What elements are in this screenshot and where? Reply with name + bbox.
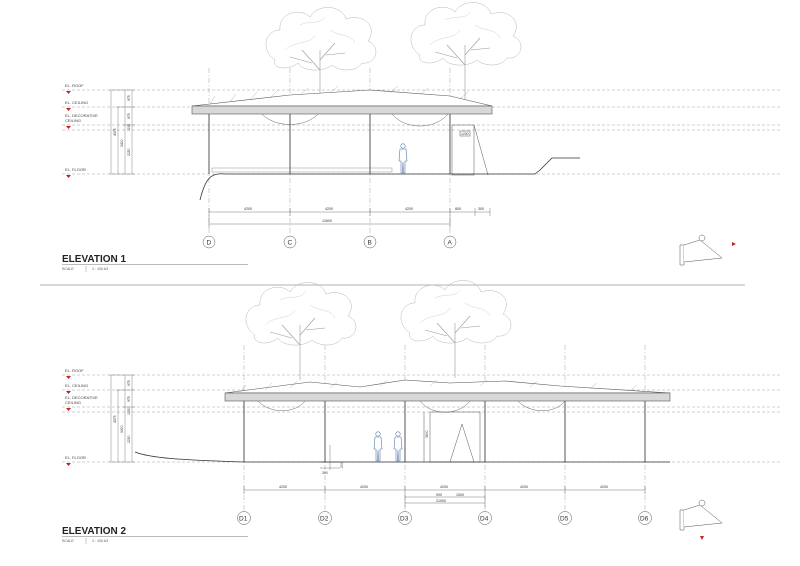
tree-icon	[245, 280, 512, 381]
grid-label-d4: D4	[480, 516, 489, 523]
span-1: 4200	[244, 207, 252, 211]
grid-label-d3: D3	[400, 516, 409, 523]
dim-v4: 2250	[127, 435, 131, 443]
human-figure-icon	[373, 431, 403, 462]
span-3: 4200	[440, 485, 448, 489]
scale-label: SCALE	[62, 267, 74, 271]
columns	[208, 114, 451, 174]
total-dim: 12600	[322, 219, 332, 223]
level-floor: EL. FLOOR	[65, 455, 86, 460]
dim-v6: 4375	[113, 128, 117, 136]
elevation-marker-icon	[679, 499, 723, 540]
level-ceiling: EL. CEILING	[65, 383, 88, 388]
human-figure-icon	[398, 143, 408, 174]
grid-label-d6: D6	[640, 516, 649, 523]
door-height: 3600	[425, 430, 429, 438]
span-4: 800	[455, 207, 461, 211]
dim-v6: 4375	[113, 415, 117, 423]
dim-v2: 975	[127, 113, 131, 119]
elevation-1-title: ELEVATION 1	[62, 254, 127, 265]
level-decorative: EL. DECORATIVE	[65, 395, 98, 400]
entrance-frame	[423, 411, 481, 463]
elevation-2-title: ELEVATION 2	[62, 526, 127, 537]
span-2: 4200	[325, 207, 333, 211]
grid-bubbles	[202, 235, 457, 249]
elevation-1: EL. ROOF EL. CEILING EL. DECORATIVE CEIL…	[62, 2, 780, 272]
dim-v3: 1150	[127, 408, 131, 415]
level-roof: EL. ROOF	[65, 368, 84, 373]
vertical-dimension-chain	[109, 89, 135, 175]
dim-v5: 3400	[120, 139, 124, 147]
span-5: 4200	[600, 485, 608, 489]
ground-line	[199, 157, 580, 201]
level-roof: EL. ROOF	[65, 83, 84, 88]
level-marker-icon	[66, 376, 71, 466]
level-ceiling: EL. CEILING	[65, 100, 88, 105]
grid-label-c: C	[288, 240, 293, 247]
small-dim-2: 200	[340, 462, 344, 468]
grid-label-d5: D5	[560, 516, 569, 523]
grid-label-a: A	[448, 240, 453, 247]
grid-bubbles	[237, 511, 652, 525]
dim-v5: 3400	[120, 425, 124, 433]
roof	[224, 379, 671, 413]
horizontal-dimensions	[243, 486, 646, 507]
total-dim: 21000	[436, 499, 446, 503]
tree-icon	[265, 2, 522, 106]
horizontal-dimensions	[208, 208, 491, 228]
columns	[243, 401, 646, 462]
elevation-marker-icon	[679, 234, 736, 266]
level-floor: EL. FLOOR	[65, 167, 86, 172]
small-dim-1: 300	[322, 471, 328, 475]
span-3: 4200	[405, 207, 413, 211]
roof	[191, 85, 493, 127]
ground-line	[134, 451, 670, 463]
level-decorative-ceiling: CEILING	[65, 400, 81, 405]
dim-v2: 975	[127, 396, 131, 402]
level-decorative-ceiling: CEILING	[65, 118, 81, 123]
grid-label-d1: D1	[239, 516, 248, 523]
dim-v3: 1150	[127, 124, 131, 131]
center-dim-2: 1000	[456, 493, 464, 497]
entrance-frame	[451, 124, 489, 176]
level-decorative: EL. DECORATIVE	[65, 113, 98, 118]
dim-v4: 2250	[127, 148, 131, 156]
entrance-tag: 1200	[461, 132, 469, 136]
center-dim-1: 900	[436, 493, 442, 497]
grid-label-d2: D2	[320, 516, 329, 523]
bench	[211, 167, 393, 173]
span-5: 300	[478, 207, 484, 211]
elevation-2: EL. ROOF EL. CEILING EL. DECORATIVE CEIL…	[62, 280, 780, 544]
span-4: 4200	[520, 485, 528, 489]
scale-label: SCALE	[62, 539, 74, 543]
grid-label-d: D	[207, 240, 212, 247]
step-detail	[320, 445, 340, 470]
dim-v1: 975	[127, 380, 131, 386]
scale-value: 1 : 100 A3	[92, 267, 108, 271]
vertical-dimension-chain	[109, 374, 135, 463]
grid-label-b: B	[368, 240, 372, 247]
scale-value: 1 : 100 A3	[92, 539, 108, 543]
span-1: 4200	[279, 485, 287, 489]
dim-v1: 975	[127, 95, 131, 101]
span-2: 4200	[360, 485, 368, 489]
